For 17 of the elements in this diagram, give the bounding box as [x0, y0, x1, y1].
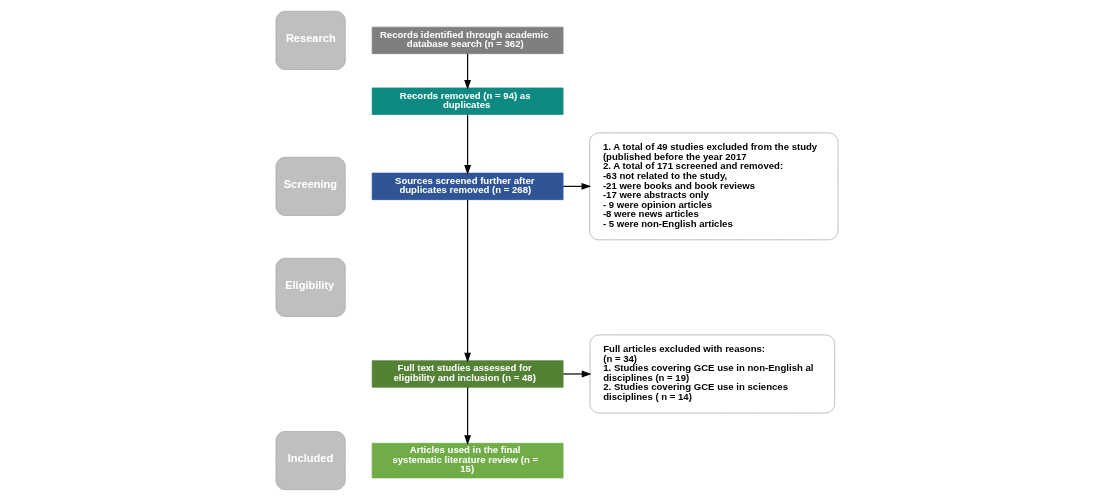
node-box: Full text studies assessed for eligibility and inclusion (n = 48) [371, 360, 563, 388]
node-box: Research [275, 10, 346, 70]
node-box: Records removed (n = 94) as duplicates [371, 87, 563, 115]
node-box: Eligibility [275, 257, 346, 317]
arrow [463, 114, 471, 175]
node-box: Sources screened further after duplicates removed (n = 268) [371, 172, 563, 200]
node-box: 1. A total of 49 studies excluded from the study (published before the year 2017 2. A total of 171 screened and removed: -63 not related to the study, -21 were books and book reviews -17 were abstracts only - 9 were opinion articles -8 were news articles - 5 were non-English articles [588, 132, 838, 241]
arrow [463, 199, 471, 363]
node-box: Included [275, 431, 346, 491]
arrow [562, 182, 591, 190]
node-box: Records identified through academic database search (n = 362) [371, 26, 563, 55]
arrow [562, 370, 591, 378]
node-box: Full articles excluded with reasons: (n = 34) 1. Studies covering GCE use in non-English al disciplines (n = 19) 2. Studies covering GCE use in sciences disciplines ( n = 14) [589, 334, 835, 414]
arrow [463, 53, 471, 90]
node-box: Articles used in the final systematic literature review (n = 15) [371, 442, 563, 479]
node-box: Screening [275, 156, 346, 216]
arrow [463, 386, 471, 445]
